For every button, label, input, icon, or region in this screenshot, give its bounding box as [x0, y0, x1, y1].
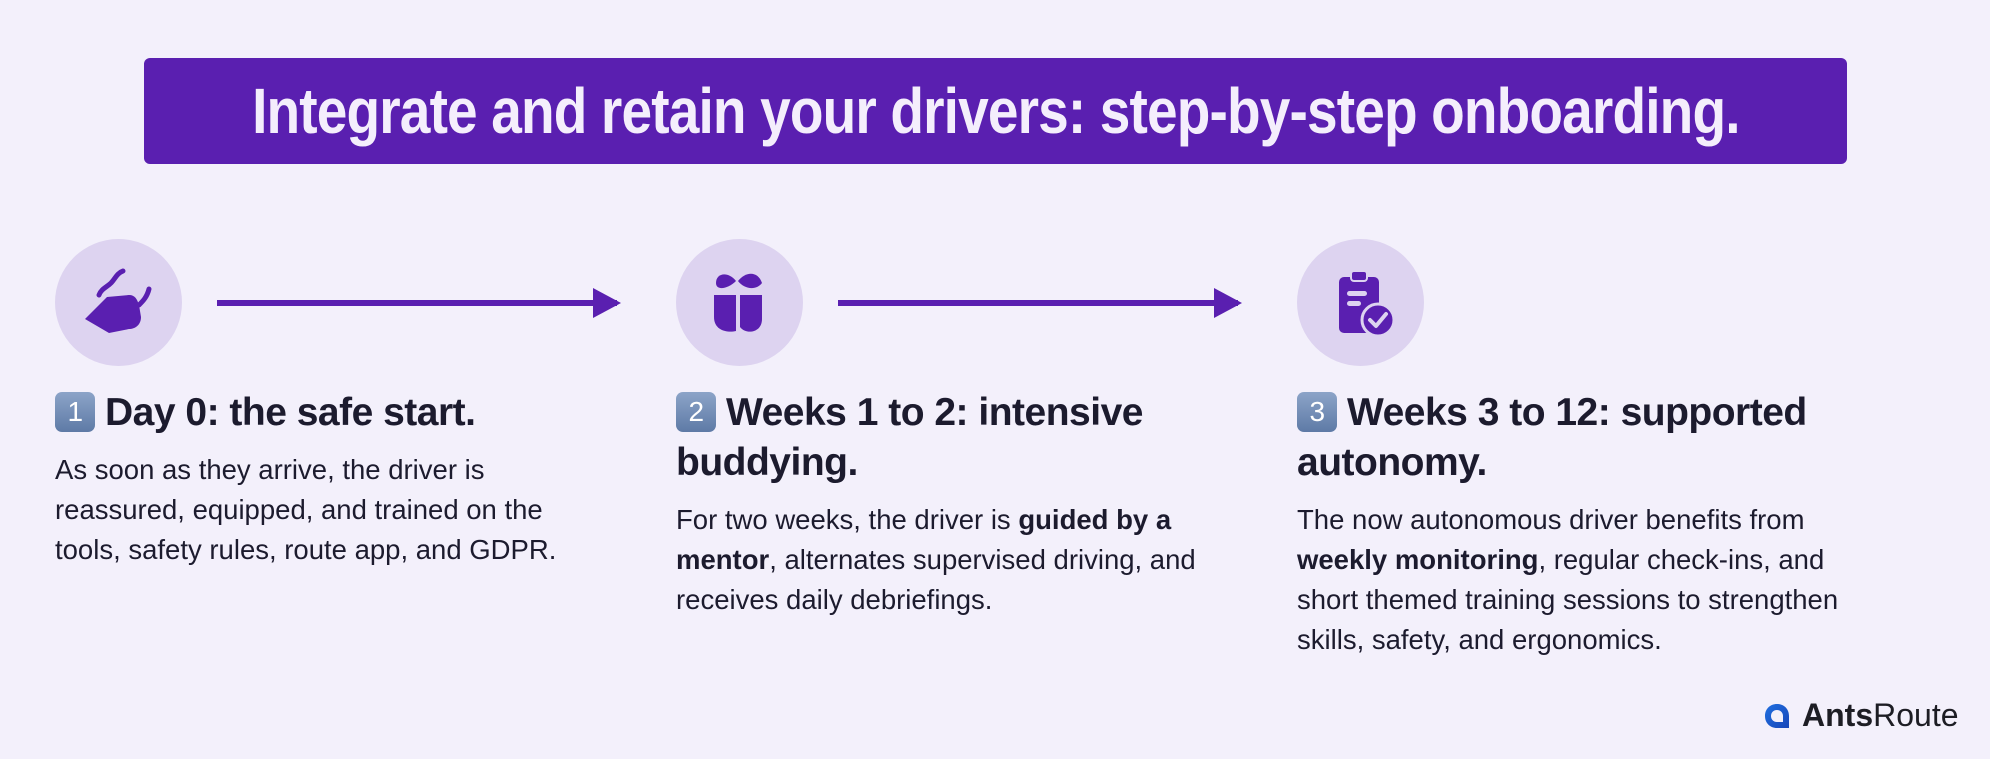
body-emphasis: guided by a mentor [676, 504, 1172, 575]
step-number-badge: 1 [55, 392, 95, 432]
antsroute-logo: AntsRoute [1762, 697, 1959, 734]
body-emphasis: weekly monitoring [1297, 544, 1539, 575]
body-text: , alternates supervised driving, and rec… [676, 544, 1196, 615]
body-text: The now autonomous driver benefits from [1297, 504, 1805, 535]
step-2-title-text: Weeks 1 to 2: intensive buddying. [676, 391, 1143, 484]
clipboard-check-icon [1338, 269, 1395, 337]
step-1-body: As soon as they arrive, the driver is re… [55, 454, 557, 565]
step-3-title-text: Weeks 3 to 12: supported autonomy. [1297, 391, 1807, 484]
logo-mark-icon [1765, 703, 1789, 728]
logo-text-regular: Route [1873, 697, 1959, 733]
step-2-icon-circle [676, 239, 803, 366]
step-1-icon-circle [55, 239, 182, 366]
step-number-badge: 2 [676, 392, 716, 432]
arrow-2 [838, 288, 1242, 318]
page-title: Integrate and retain your drivers: step-… [251, 75, 1740, 147]
body-text: For two weeks, the driver is [676, 504, 1019, 535]
handshake-icon [84, 268, 151, 333]
logo-text-bold: Ants [1802, 697, 1874, 733]
title-banner: Integrate and retain your drivers: step-… [144, 58, 1847, 164]
arrow-1 [217, 288, 621, 318]
step-3-icon-circle [1297, 239, 1424, 366]
step-1-title-text: Day 0: the safe start. [105, 391, 476, 434]
step-2-body: For two weeks, the driver is guided by a… [676, 500, 1236, 620]
body-text: , regular check-ins, and short themed tr… [1297, 544, 1839, 655]
logo-text: AntsRoute [1802, 697, 1959, 734]
mentor-pair-icon [713, 273, 762, 332]
step-number-badge: 3 [1297, 392, 1337, 432]
step-3-body: The now autonomous driver benefits from … [1297, 500, 1877, 660]
